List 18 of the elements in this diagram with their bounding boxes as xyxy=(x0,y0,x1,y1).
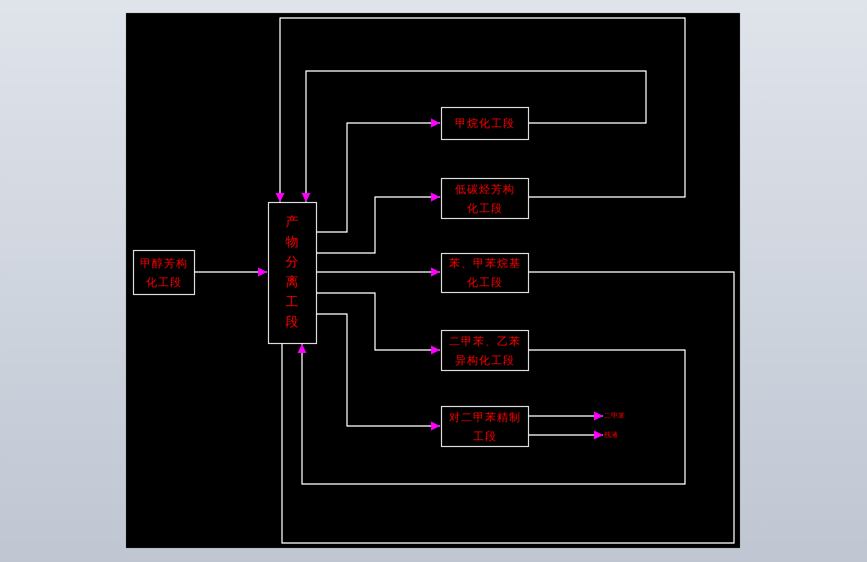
arrow xyxy=(298,344,686,485)
arrow xyxy=(317,268,440,276)
arrow xyxy=(276,17,686,202)
arrow xyxy=(195,268,267,276)
process-box: 甲烷化工段 xyxy=(441,107,529,140)
process-box: 二甲苯、乙苯异构化工段 xyxy=(441,330,529,371)
process-box: 产物分离工段 xyxy=(268,202,317,344)
process-box: 低碳烃芳构化工段 xyxy=(441,178,529,219)
arrow xyxy=(529,430,603,440)
arrow xyxy=(317,192,440,254)
arrow xyxy=(317,313,440,430)
process-box: 对二甲苯精制工段 xyxy=(441,406,529,447)
process-box: 甲醇芳构化工段 xyxy=(133,250,195,295)
arrow xyxy=(317,118,440,233)
arrow xyxy=(529,412,603,420)
arrow xyxy=(302,70,647,202)
process-box: 苯、甲苯烷基化工段 xyxy=(441,253,529,293)
arrow xyxy=(317,292,440,354)
